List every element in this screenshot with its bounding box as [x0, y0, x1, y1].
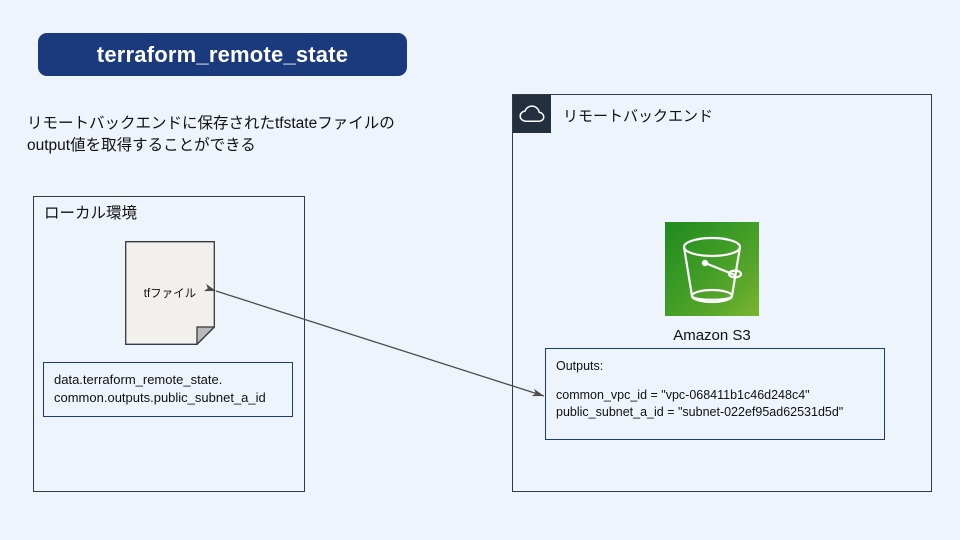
data-reference-box: data.terraform_remote_state. common.outp…	[43, 362, 293, 417]
page-title-pill: terraform_remote_state	[38, 33, 407, 76]
description-line-2: output値を取得することができる	[27, 137, 256, 154]
remote-backend-label: リモートバックエンド	[563, 108, 714, 125]
outputs-entry: common_vpc_id = "vpc-068411b1c46d248c4"	[556, 388, 810, 402]
page-title: terraform_remote_state	[96, 41, 349, 67]
outputs-spacer	[556, 375, 843, 387]
tf-file-icon: tfファイル	[125, 241, 215, 345]
data-reference-line-1: data.terraform_remote_state.	[54, 372, 223, 387]
cloud-icon	[513, 95, 551, 133]
local-environment-label: ローカル環境	[44, 205, 138, 222]
description-text: リモートバックエンドに保存されたtfstateファイルの output値を取得す…	[27, 113, 467, 157]
s3-bucket-icon	[665, 222, 759, 316]
outputs-heading: Outputs:	[556, 359, 604, 373]
description-line-1: リモートバックエンドに保存されたtfstateファイルの	[27, 115, 395, 132]
outputs-entry: public_subnet_a_id = "subnet-022ef95ad62…	[556, 405, 844, 419]
s3-caption: Amazon S3	[673, 327, 751, 344]
outputs-box: Outputs: common_vpc_id = "vpc-068411b1c4…	[545, 348, 885, 440]
outputs-text: Outputs: common_vpc_id = "vpc-068411b1c4…	[556, 358, 843, 421]
data-reference-line-2: common.outputs.public_subnet_a_id	[54, 390, 266, 405]
data-reference-text: data.terraform_remote_state. common.outp…	[54, 371, 266, 407]
